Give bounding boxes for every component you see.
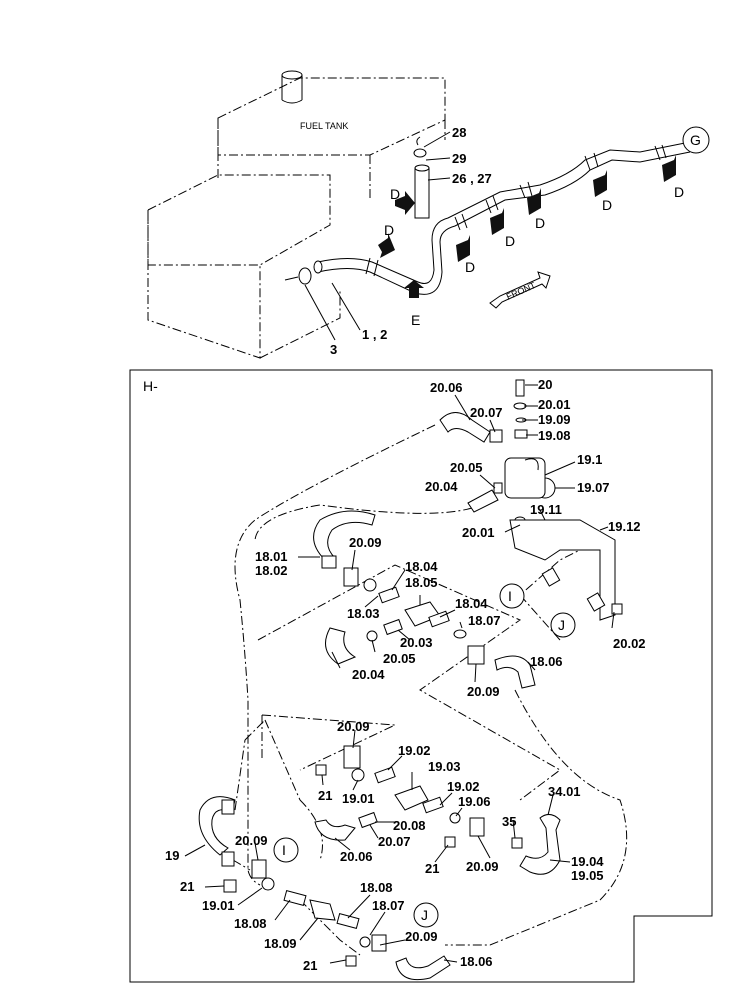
callout-20-04-b: 20.04 <box>352 667 385 682</box>
callout-20-05-b: 20.05 <box>383 651 416 666</box>
callout-20: 20 <box>538 377 552 392</box>
callout-29: 29 <box>452 151 466 166</box>
fuel-pipe <box>284 136 691 295</box>
reference-circle-j <box>550 612 576 638</box>
callout-21-d: 21 <box>303 958 317 973</box>
callout-3: 3 <box>330 342 337 357</box>
callout-21: 21 <box>318 788 332 803</box>
arrow-icon <box>395 191 415 215</box>
callout-18-07: 18.07 <box>468 613 501 628</box>
callout-28: 28 <box>452 125 466 140</box>
callout-18-01: 18.01 <box>255 549 288 564</box>
detail-labels: 20 20.06 20.07 20.01 19.09 19.08 19.1 19… <box>165 377 646 973</box>
reference-circle-i <box>273 837 299 863</box>
tank-label: FUEL TANK <box>300 121 348 131</box>
callout-19-02-b: 19.02 <box>447 779 480 794</box>
arrow-icon <box>593 170 607 197</box>
front-label: FRONT <box>505 280 538 302</box>
callout-20-07: 20.07 <box>470 405 503 420</box>
leader-lines <box>184 384 615 964</box>
callout-18-08-b: 18.08 <box>234 916 267 931</box>
reference-i-label: I <box>282 842 286 858</box>
callout-20-09-c: 20.09 <box>337 719 370 734</box>
arrow-icon <box>456 235 470 262</box>
callout-20-09-d: 20.09 <box>466 859 499 874</box>
arrow-icon <box>404 280 424 298</box>
d-label: D <box>674 184 684 200</box>
callout-26-27: 26 , 27 <box>452 171 492 186</box>
callout-19-01: 19.01 <box>342 791 375 806</box>
callout-19-03: 19.03 <box>428 759 461 774</box>
callout-20-06-b: 20.06 <box>340 849 373 864</box>
callout-34-01: 34.01 <box>548 784 581 799</box>
d-label: D <box>602 197 612 213</box>
callout-19-08: 19.08 <box>538 428 571 443</box>
reference-g-label: G <box>690 132 701 148</box>
reference-circle-j <box>413 902 439 928</box>
callout-18-07-b: 18.07 <box>372 898 405 913</box>
detail-header: H- <box>143 378 158 394</box>
callout-19-09: 19.09 <box>538 412 571 427</box>
reference-j-label: J <box>558 617 565 633</box>
callout-19-11: 19.11 <box>530 502 562 517</box>
callout-18-02: 18.02 <box>255 563 288 578</box>
d-arrows: D D D D D D D E <box>378 155 684 328</box>
callout-19-1: 19.1 <box>577 452 602 467</box>
callout-20-09-f: 20.09 <box>405 929 438 944</box>
callout-18-04: 18.04 <box>405 559 438 574</box>
callout-19-01-b: 19.01 <box>202 898 235 913</box>
callout-20-09-e: 20.09 <box>235 833 268 848</box>
d-label: D <box>505 233 515 249</box>
fuel-tank: FUEL TANK <box>147 70 446 359</box>
upper-callouts: 28 29 26 , 27 1 , 2 3 G <box>304 125 710 357</box>
callout-20-05: 20.05 <box>450 460 483 475</box>
callout-21-c: 21 <box>180 879 194 894</box>
reference-i-label: I <box>508 588 512 604</box>
callout-18-08: 18.08 <box>360 880 393 895</box>
callout-18-06-b: 18.06 <box>460 954 493 969</box>
callout-1-2: 1 , 2 <box>362 327 387 342</box>
callout-20-04: 20.04 <box>425 479 458 494</box>
callout-20-08: 20.08 <box>393 818 426 833</box>
callout-19-06: 19.06 <box>458 794 491 809</box>
callout-18-09: 18.09 <box>264 936 297 951</box>
d-label: D <box>535 215 545 231</box>
e-label: E <box>411 312 420 328</box>
detail-frame: H- <box>129 369 713 983</box>
parts <box>198 379 623 981</box>
callout-35: 35 <box>502 814 516 829</box>
arrow-icon <box>378 233 395 258</box>
callout-18-06: 18.06 <box>530 654 563 669</box>
callout-19-07: 19.07 <box>577 480 610 495</box>
callout-20-01: 20.01 <box>538 397 571 412</box>
callout-18-03: 18.03 <box>347 606 380 621</box>
callout-20-03: 20.03 <box>400 635 433 650</box>
arrow-icon <box>490 208 504 235</box>
callout-20-01-b: 20.01 <box>462 525 495 540</box>
d-label: D <box>390 186 400 202</box>
callout-20-07-b: 20.07 <box>378 834 411 849</box>
reference-j-label: J <box>421 907 428 923</box>
front-arrow: FRONT <box>489 271 551 309</box>
d-label: D <box>465 259 475 275</box>
reference-circle-i <box>499 583 525 609</box>
callout-20-09-b: 20.09 <box>467 684 500 699</box>
callout-18-04-b: 18.04 <box>455 596 488 611</box>
callout-20-06: 20.06 <box>430 380 463 395</box>
callout-18-05: 18.05 <box>405 575 438 590</box>
callout-20-02: 20.02 <box>613 636 646 651</box>
callout-21-b: 21 <box>425 861 439 876</box>
callout-19-05: 19.05 <box>571 868 604 883</box>
callout-19-12: 19.12 <box>608 519 641 534</box>
callout-19-04: 19.04 <box>571 854 604 869</box>
reference-circle-g <box>682 126 710 154</box>
callout-19-02: 19.02 <box>398 743 431 758</box>
arrow-icon <box>662 155 676 182</box>
callout-19: 19 <box>165 848 179 863</box>
d-label: D <box>384 222 394 238</box>
arrow-icon <box>527 188 541 215</box>
callout-20-09: 20.09 <box>349 535 382 550</box>
